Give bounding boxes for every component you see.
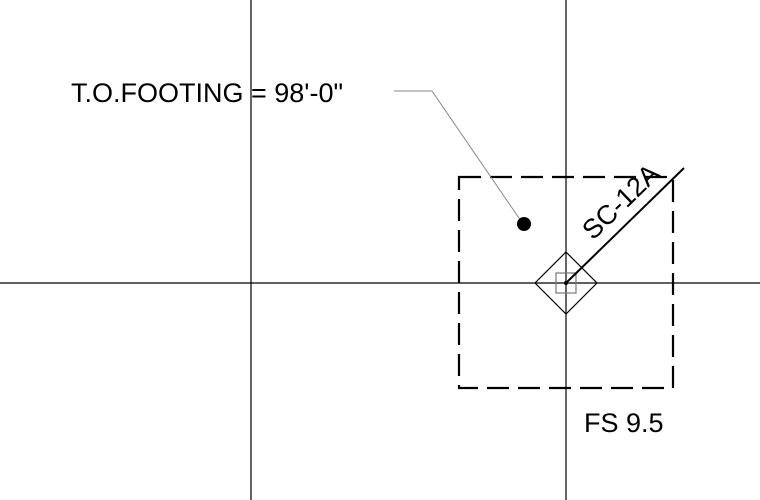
elevation-note-leader-line	[394, 90, 522, 222]
column-square-inner	[555, 272, 577, 294]
elevation-note-label: T.O.FOOTING = 98'-0"	[71, 78, 343, 108]
footing-outline-dashed	[457, 175, 675, 390]
column-tag-leader-line	[565, 167, 685, 284]
footing-schedule-label: FS 9.5	[584, 408, 664, 438]
column-diamond-symbol	[534, 251, 598, 315]
elevation-point-marker	[517, 217, 531, 231]
